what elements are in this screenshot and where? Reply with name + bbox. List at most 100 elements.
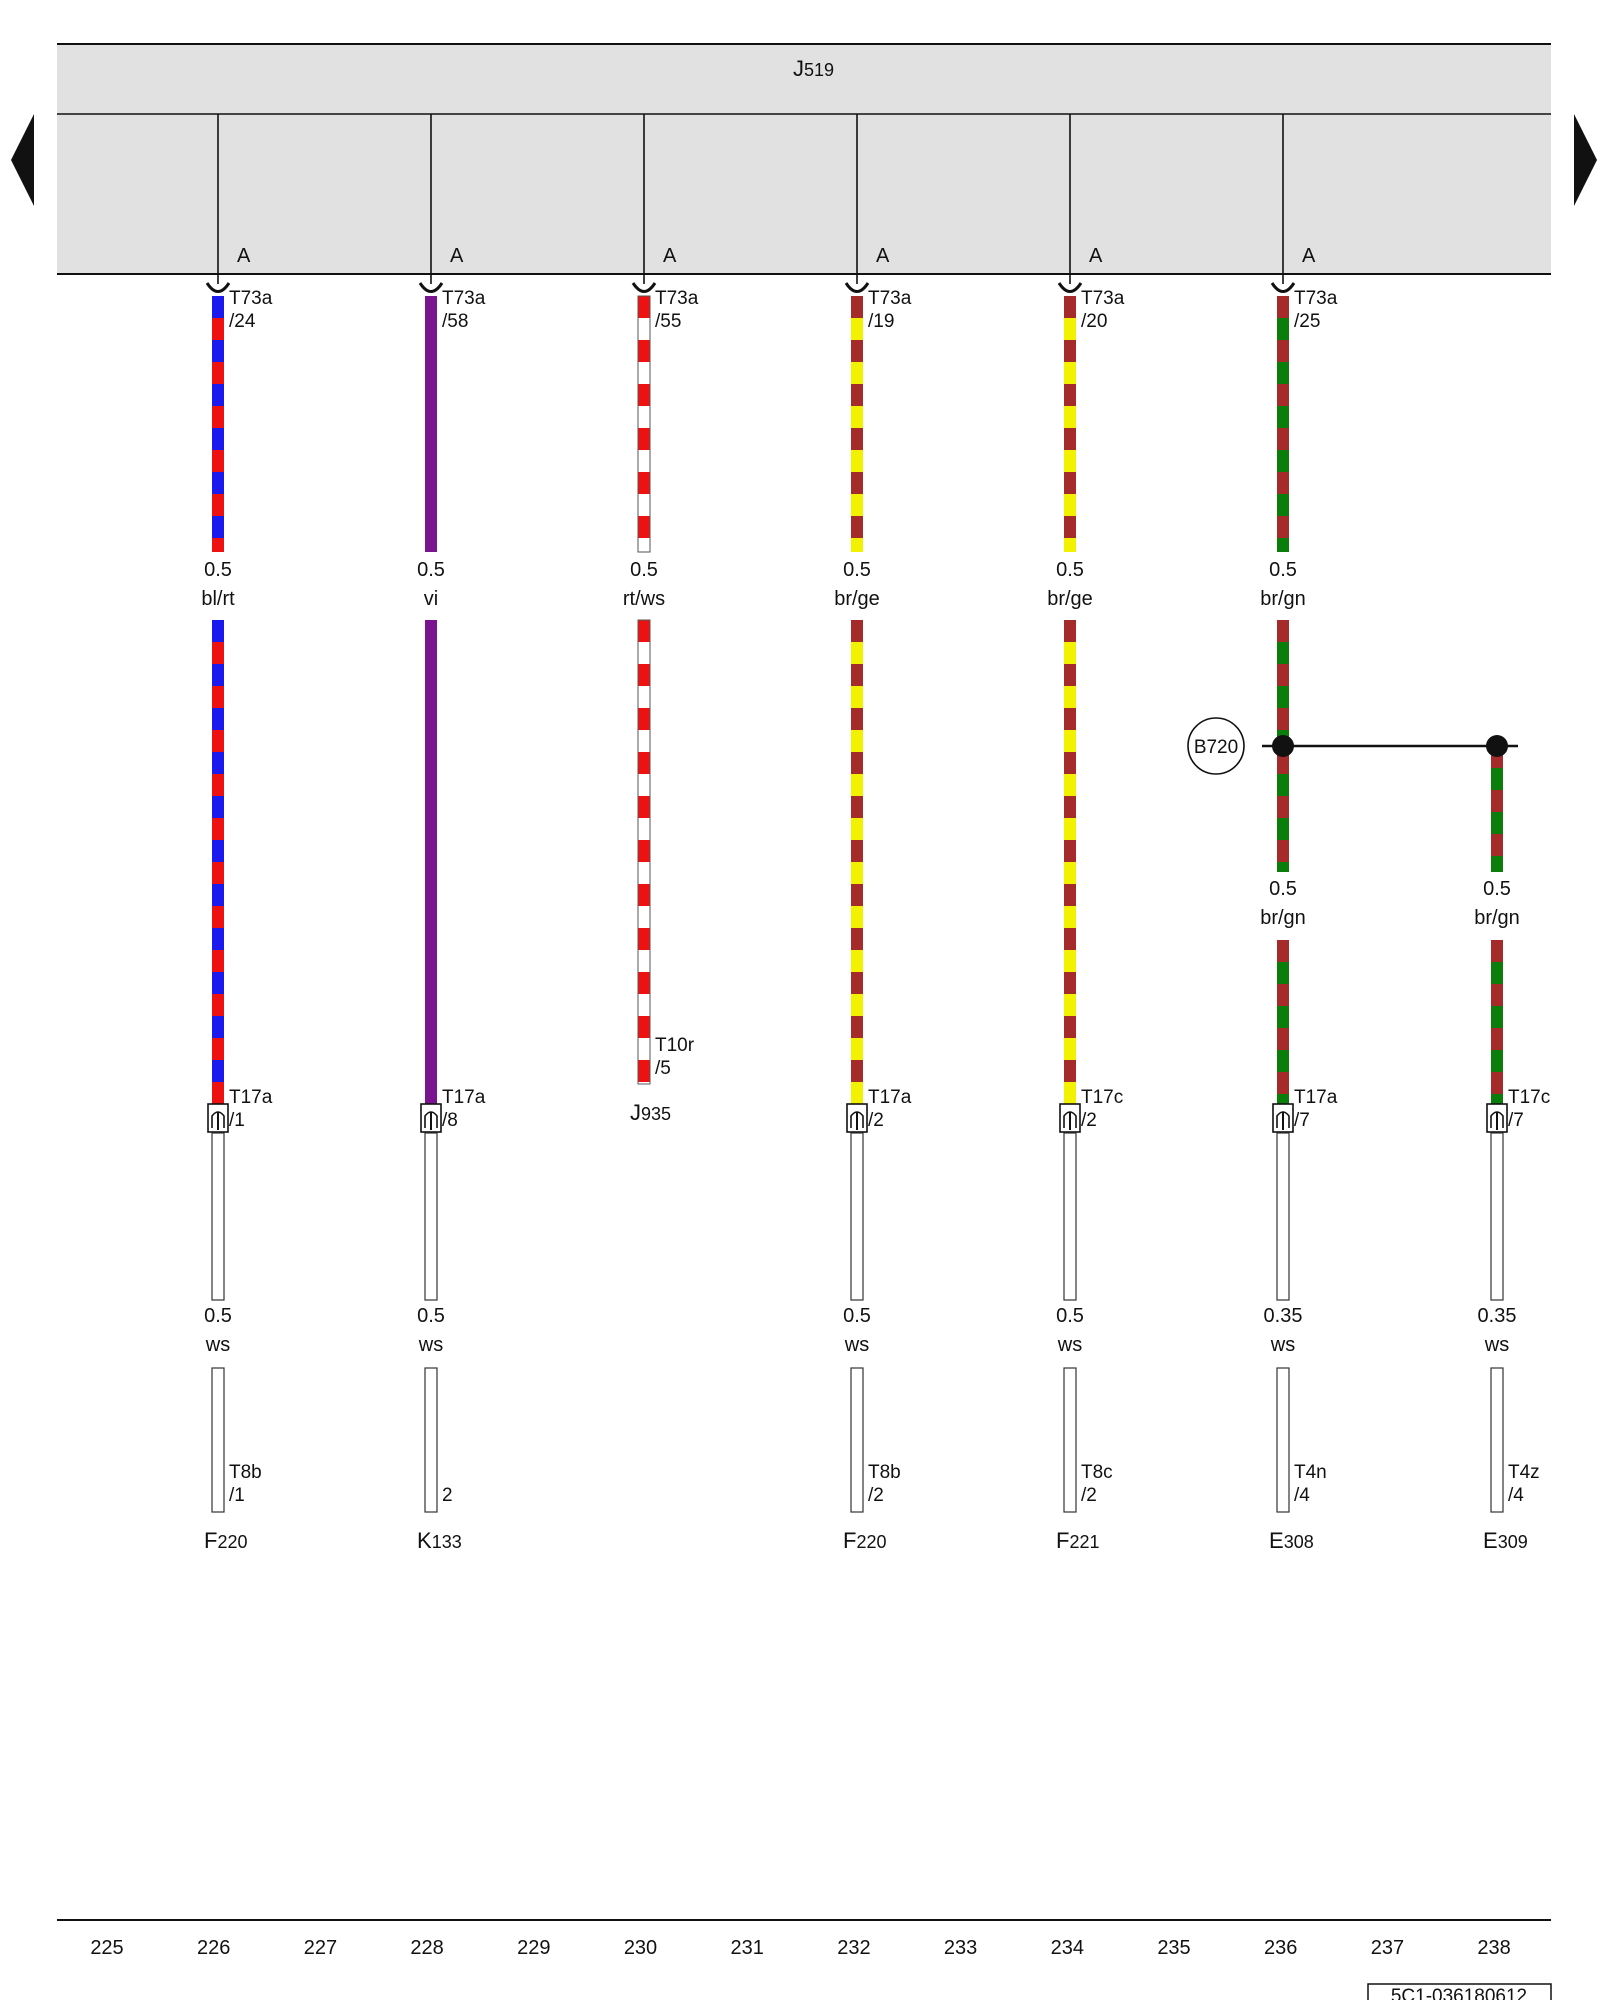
col-c238-mid-connector	[1486, 1103, 1508, 1133]
col-c234-wire1-upper-stripe	[1064, 362, 1076, 384]
col-c234-wire1-lower-stripe	[1064, 774, 1076, 796]
col-c228-wire2-label-size: 0.5	[417, 1305, 445, 1327]
col-c236-mid-connector	[1272, 1103, 1294, 1133]
col-c236-top-connector-name: T73a	[1294, 288, 1338, 309]
col-c234-wire1-label-color: br/ge	[1047, 588, 1093, 610]
col-c238-mid-connector-label-name: T17c	[1508, 1087, 1550, 1108]
col-c234-top-connector-name: T73a	[1081, 288, 1125, 309]
grid-number: 228	[410, 1937, 443, 1959]
control-unit-body	[57, 44, 1551, 274]
col-c232-mid-connector	[846, 1103, 868, 1133]
col-c234-wire1-lower-stripe	[1064, 906, 1076, 928]
col-c234-wire1-lower-stripe	[1064, 950, 1076, 972]
col-c226-wire1-lower-stripe	[212, 1082, 224, 1104]
col-c226-component: F220	[204, 1528, 248, 1553]
col-c234-wire1-label-size: 0.5	[1056, 559, 1084, 581]
col-c232-top-connector-pin: /19	[868, 311, 894, 332]
col-c236-wire1-lower-stripe	[1277, 862, 1289, 872]
col-c228-mid-connector-label-name: T17a	[442, 1087, 486, 1108]
label-layer: AT73a/240.5bl/rtT17a/10.5wsT8b/1F220AT73…	[201, 245, 1550, 1553]
col-c230-wire1-label-size: 0.5	[630, 559, 658, 581]
col-c226-wire1-upper-stripe	[212, 450, 224, 472]
col-c228-wire1-label-size: 0.5	[417, 559, 445, 581]
col-c230-wire1-label-color: rt/ws	[623, 588, 665, 610]
col-c230-end-connector-pin: /5	[655, 1058, 671, 1079]
col-c234-wire2-lower	[1063, 1367, 1077, 1513]
col-c226-wire1-lower-stripe	[212, 686, 224, 708]
col-c230-top-connector-name: T73a	[655, 288, 699, 309]
col-c228-wire2-label-color: ws	[418, 1334, 443, 1356]
col-c238-splice-upper	[1491, 746, 1503, 872]
col-c230-wire1-lower-stripe	[638, 730, 650, 752]
col-c236-wire2-upper	[1276, 1132, 1290, 1301]
col-c236-wire1-upper	[1277, 296, 1289, 552]
col-c232-end-connector-name: T8b	[868, 1462, 901, 1483]
col-c232-wire2-lower	[850, 1367, 864, 1513]
col-c230-wire1-upper-stripe	[638, 318, 650, 340]
grid-number: 232	[837, 1937, 870, 1959]
col-c232-wire1-lower-stripe	[851, 862, 863, 884]
next-page-arrow-icon[interactable]	[1574, 114, 1597, 206]
col-c234-wire1-lower-stripe	[1064, 994, 1076, 1016]
col-c226-wire1-lower-stripe	[212, 774, 224, 796]
col-c228-mid-connector-label-pin: /8	[442, 1110, 458, 1131]
col-c234-mid-connector	[1059, 1103, 1081, 1133]
col-c236-wire1-upper-stripe	[1277, 406, 1289, 428]
col-c230-wire1-upper-stripe	[638, 362, 650, 384]
col-c230-end-connector-name: T10r	[655, 1035, 695, 1056]
col-c228-top-connector-pin: /58	[442, 311, 468, 332]
col-c232-component: F220	[843, 1528, 887, 1553]
col-c226-wire1-lower-stripe	[212, 906, 224, 928]
col-c238-splice-wire-stripe	[1491, 1050, 1503, 1072]
col-c232-wire1-lower-stripe	[851, 774, 863, 796]
col-c228-wire2-upper	[424, 1132, 438, 1301]
col-c234-mid-connector-label-name: T17c	[1081, 1087, 1123, 1108]
col-c236-wire1-lower-stripe	[1277, 774, 1289, 796]
col-c226-wire2-lower	[211, 1367, 225, 1513]
col-c226-wire1-lower-stripe	[212, 950, 224, 972]
col-c238-splice-upper-base	[1491, 746, 1503, 872]
col-c238-splice-wire-stripe	[1491, 962, 1503, 984]
col-c238-wire2-upper	[1490, 1132, 1504, 1301]
col-c226-wire1-label-size: 0.5	[204, 559, 232, 581]
col-c238-component: E309	[1483, 1528, 1528, 1553]
col-c236-wire2-label-color: ws	[1270, 1334, 1295, 1356]
col-c232-wire1-upper-stripe	[851, 494, 863, 516]
col-c226-top-connector-pin: /24	[229, 311, 256, 332]
col-c234-top-connector-pin: /20	[1081, 311, 1107, 332]
col-c236-wire1-label-size: 0.5	[1269, 559, 1297, 581]
col-c226-wire1-upper-stripe	[212, 318, 224, 340]
col-c236-wire1-upper-stripe	[1277, 494, 1289, 516]
splice-node-left	[1272, 735, 1294, 757]
col-c226-wire2-upper	[211, 1132, 225, 1301]
col-c234-pin-letter: A	[1089, 245, 1103, 267]
col-c230-wire1-upper-stripe	[638, 406, 650, 428]
col-c226-wire1-lower-stripe	[212, 1038, 224, 1060]
col-c236-mid-connector-label-pin: /7	[1294, 1110, 1310, 1131]
col-c234-end-connector-pin: /2	[1081, 1485, 1097, 1506]
col-c232-wire1-lower-stripe	[851, 686, 863, 708]
col-c234-mid-connector-label-pin: /2	[1081, 1110, 1097, 1131]
col-c230-wire1-lower-stripe	[638, 950, 650, 972]
wire-layer: B720	[205, 114, 1518, 1513]
col-c232-wire1-upper-stripe	[851, 318, 863, 340]
col-c226-mid-connector-label-name: T17a	[229, 1087, 273, 1108]
col-c232-wire1-lower-stripe	[851, 730, 863, 752]
splice-label-circle	[1187, 717, 1245, 775]
col-c226-mid-connector	[207, 1103, 229, 1133]
col-c232-wire1-lower	[851, 620, 863, 1104]
grid-number: 230	[624, 1937, 657, 1959]
col-c236-splice-wire-stripe	[1277, 1050, 1289, 1072]
doc-id-box: 5C1-036180612	[1367, 1983, 1552, 2000]
col-c230-wire1-upper-outline	[637, 295, 651, 553]
col-c234-wire1-lower-stripe	[1064, 642, 1076, 664]
col-c236-wire1-upper-stripe	[1277, 450, 1289, 472]
grid-number: 237	[1371, 1937, 1404, 1959]
splice-label: B720	[1194, 737, 1238, 758]
prev-page-arrow-icon[interactable]	[11, 114, 34, 206]
grid-number: 231	[731, 1937, 764, 1959]
col-c236-top-connector-pin: /25	[1294, 311, 1320, 332]
col-c226-top-connector-name: T73a	[229, 288, 273, 309]
col-c230-wire1-lower-stripe	[638, 862, 650, 884]
